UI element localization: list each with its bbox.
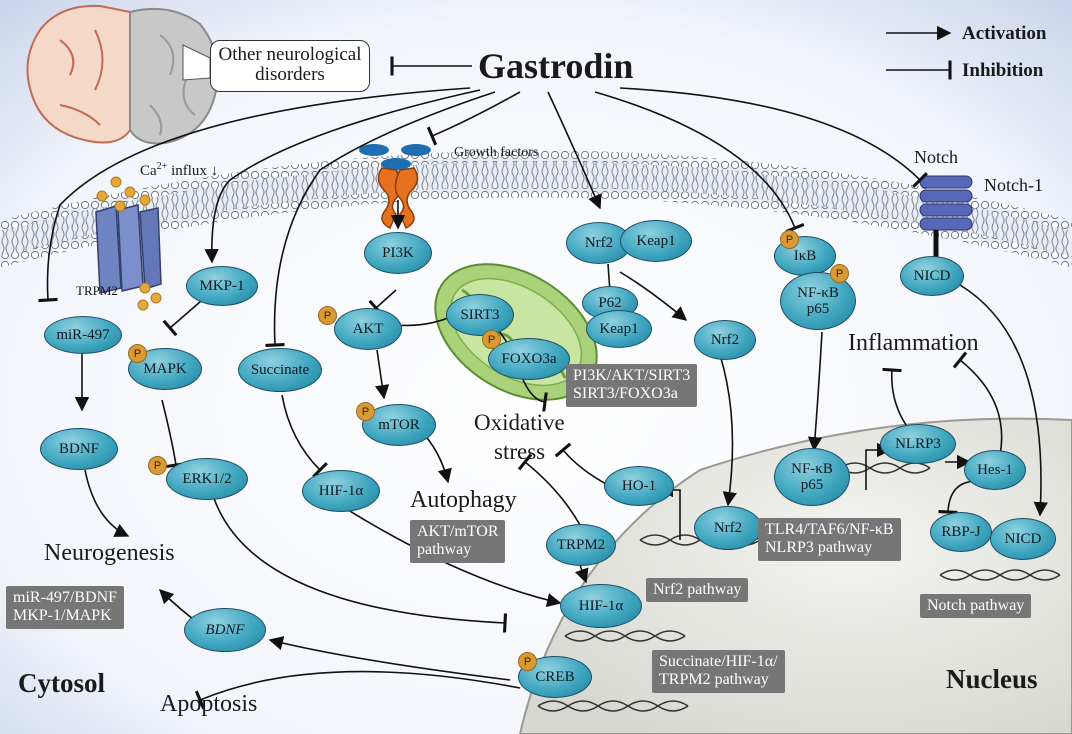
nucleus-label: Nucleus [946, 664, 1038, 694]
pathway-arrows [38, 25, 1048, 710]
trpm2-channel-label: TRPM2 [76, 283, 118, 298]
akt-node: AKT [334, 308, 402, 350]
neurogenesis-label: Neurogenesis [44, 540, 175, 566]
growth-factors-label: Growth factors [454, 145, 539, 160]
succinate-node: Succinate [238, 348, 322, 392]
erk-node: ERK1/2 [166, 458, 248, 500]
pathway-box-notch: Notch pathway [920, 594, 1032, 619]
nicd-node-a: NICD [900, 256, 964, 296]
notch-label: Notch [914, 147, 958, 167]
growth-factor-receptor [359, 144, 431, 230]
cytosol-label: Cytosol [18, 668, 105, 698]
phospho-creb: P [518, 652, 537, 671]
notch1-label: Notch-1 [984, 175, 1043, 195]
ho-1-node: HO-1 [604, 466, 674, 506]
foxo3a-node: FOXO3a [488, 338, 570, 380]
mapk-node: MAPK [128, 348, 202, 390]
pi3k-node: PI3K [364, 232, 432, 274]
phospho-akt: P [318, 306, 337, 325]
nlrp3-node: NLRP3 [880, 424, 956, 464]
trpm2-node: TRPM2 [546, 524, 616, 566]
autophagy-label: Autophagy [410, 487, 517, 513]
bdnf-node-nucleus-path: BDNF [184, 608, 266, 652]
keap1-node-a: Keap1 [620, 220, 692, 262]
title: Gastrodin [478, 46, 634, 86]
inflammation-label: Inflammation [848, 330, 979, 356]
callout-line2: disorders [255, 63, 325, 85]
mkp-1-node: MKP-1 [186, 266, 258, 306]
other-disorders-callout: Other neurological disorders [210, 40, 370, 92]
rbp-j-node: RBP-J [930, 512, 992, 552]
pathway-box-succinate: Succinate/HIF-1α/TRPM2 pathway [652, 650, 785, 693]
bdnf-node: BDNF [40, 428, 118, 470]
phospho-foxo3a: P [482, 330, 501, 349]
brain-illustration [26, 4, 219, 145]
legend-activation: Activation [962, 23, 1047, 44]
phospho-mtor: P [356, 402, 375, 421]
calcium-ions [96, 176, 162, 311]
hes-1-node: Hes-1 [964, 450, 1026, 490]
ca-influx-label: Ca2+ influx ↓ [140, 161, 219, 179]
phospho-erk: P [148, 456, 167, 475]
nrf2-node-b: Nrf2 [694, 320, 756, 360]
nrf2-node-c: Nrf2 [694, 506, 762, 550]
phospho-nfkb: P [830, 264, 849, 283]
stress-label: stress [494, 439, 546, 464]
oxidative-label: Oxidative [474, 410, 565, 435]
callout-line1: Other neurological [218, 44, 362, 65]
notch-receptor [919, 175, 973, 258]
trpm2-channel [95, 204, 162, 294]
pathway-box-nrf2: Nrf2 pathway [646, 578, 749, 603]
legend-inhibition: Inhibition [962, 60, 1044, 81]
apoptosis-label: Apoptosis [160, 691, 258, 717]
phospho-ikb: P [780, 230, 799, 249]
keap1-node-b: Keap1 [586, 310, 652, 348]
nicd-node-b: NICD [990, 518, 1056, 560]
hif-1a-node-nucleus: HIF-1α [560, 584, 642, 628]
mir-497-node: miR-497 [44, 316, 122, 354]
phospho-mapk: P [128, 344, 147, 363]
sirt3-node: SIRT3 [446, 294, 514, 336]
hif-1a-node: HIF-1α [302, 470, 380, 512]
